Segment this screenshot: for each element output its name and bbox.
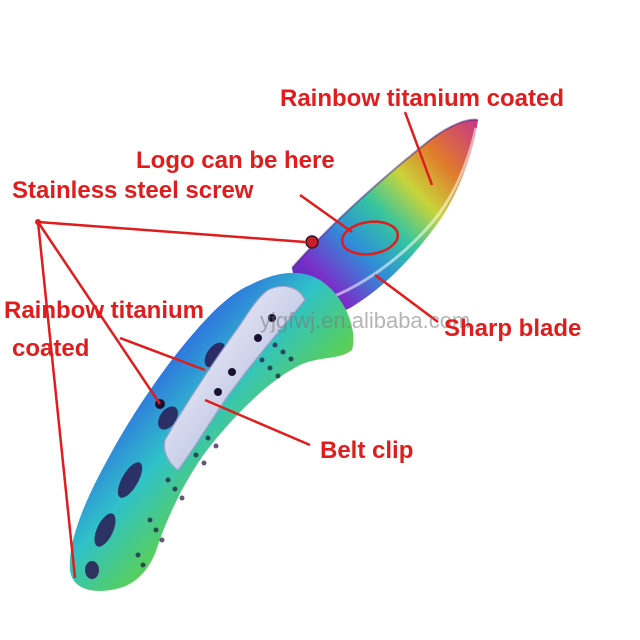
label-belt-clip: Belt clip — [320, 437, 414, 464]
label-handle-coating-line1: Rainbow titanium — [4, 297, 204, 324]
blade-spine — [291, 118, 479, 269]
leader-lines — [36, 111, 439, 579]
belt-clip-holes — [155, 314, 276, 409]
watermark: yjgfwj.en.alibaba.com — [260, 308, 471, 333]
label-blade-coating: Rainbow titanium coated — [280, 85, 565, 112]
pivot-screw — [305, 235, 319, 249]
belt-clip — [163, 285, 306, 471]
label-logo: Logo can be here — [136, 147, 335, 174]
label-handle-coating-line2: coated — [12, 335, 90, 362]
leader-origin-dot — [35, 219, 41, 225]
label-sharp-blade: Sharp blade — [444, 315, 582, 342]
logo-marker-ellipse — [340, 220, 400, 256]
label-screw: Stainless steel screw — [12, 177, 254, 204]
blade — [292, 119, 478, 316]
